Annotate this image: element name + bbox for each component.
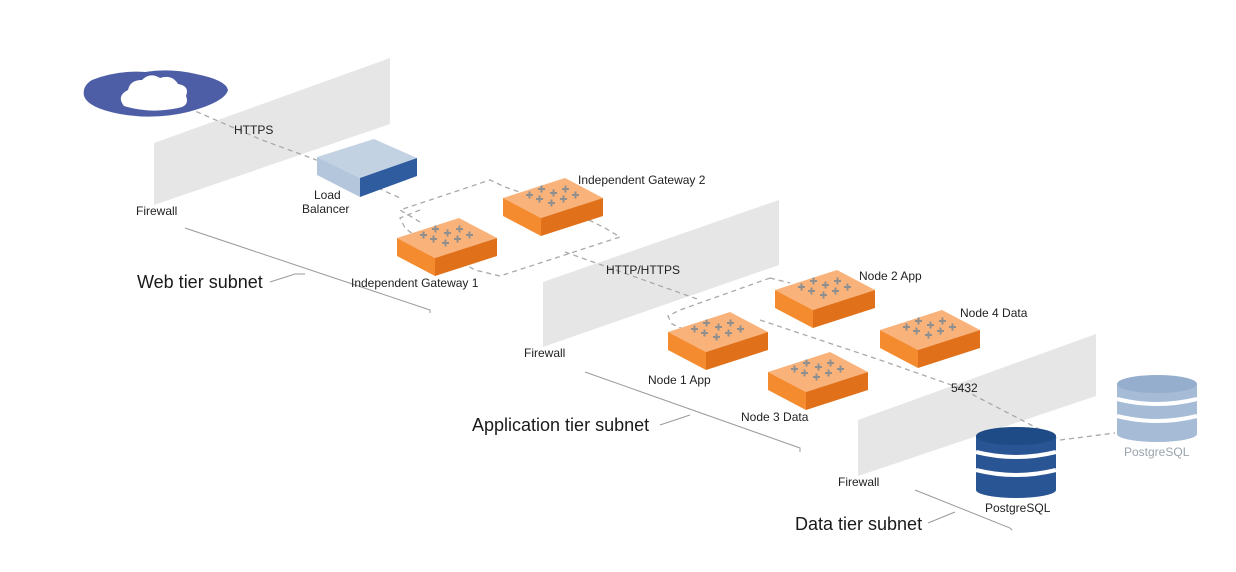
load-balancer-label-line1: Load bbox=[314, 188, 341, 202]
node-4-label: Node 4 Data bbox=[960, 306, 1028, 320]
web-tier-outline bbox=[184, 227, 431, 313]
postgres-standby-database-icon bbox=[1116, 375, 1198, 442]
gateway-1-label: Independent Gateway 1 bbox=[351, 276, 479, 290]
app-tier-pointer bbox=[659, 414, 691, 426]
load-balancer-label-line2: Balancer bbox=[302, 202, 349, 216]
firewall-data-icon bbox=[858, 334, 1096, 476]
lb-to-gateways-connector bbox=[377, 187, 401, 199]
node2-link-connector bbox=[769, 277, 791, 284]
https-label: HTTPS bbox=[234, 123, 273, 137]
gateway-1-server-icon bbox=[397, 218, 497, 276]
node-3-label: Node 3 Data bbox=[741, 410, 809, 424]
app-tier-outline bbox=[584, 371, 801, 452]
node-1-server-icon bbox=[668, 312, 768, 370]
firewall-data-label: Firewall bbox=[838, 475, 879, 489]
node-1-label: Node 1 App bbox=[648, 373, 711, 387]
port-label: 5432 bbox=[951, 381, 978, 395]
application-tier-label: Application tier subnet bbox=[472, 415, 649, 435]
web-tier-label: Web tier subnet bbox=[137, 272, 263, 292]
postgres-primary-database-icon bbox=[975, 427, 1057, 498]
firewall-web-label: Firewall bbox=[136, 204, 177, 218]
node-2-label: Node 2 App bbox=[859, 269, 922, 283]
firewall-app-icon bbox=[543, 200, 779, 347]
data-tier-outline bbox=[914, 489, 1013, 531]
postgres-standby-label: PostgreSQL bbox=[1124, 445, 1190, 459]
node-3-server-icon bbox=[768, 352, 868, 410]
web-tier-pointer bbox=[269, 273, 305, 283]
data-port-connector bbox=[759, 319, 1116, 441]
nodes-loop-connector bbox=[667, 277, 771, 331]
http-https-label: HTTP/HTTPS bbox=[606, 263, 680, 277]
load-balancer-icon bbox=[317, 139, 417, 197]
gateways-loop-connector bbox=[398, 179, 622, 277]
data-tier-pointer bbox=[927, 511, 956, 524]
firewall-web-icon bbox=[154, 58, 390, 205]
cloud-icon bbox=[83, 70, 229, 117]
data-tier-label: Data tier subnet bbox=[795, 514, 922, 534]
firewall-app-label: Firewall bbox=[524, 346, 565, 360]
postgres-primary-label: PostgreSQL bbox=[985, 501, 1051, 515]
gateway-2-label: Independent Gateway 2 bbox=[578, 173, 706, 187]
gateway-to-app-connector bbox=[564, 251, 701, 301]
